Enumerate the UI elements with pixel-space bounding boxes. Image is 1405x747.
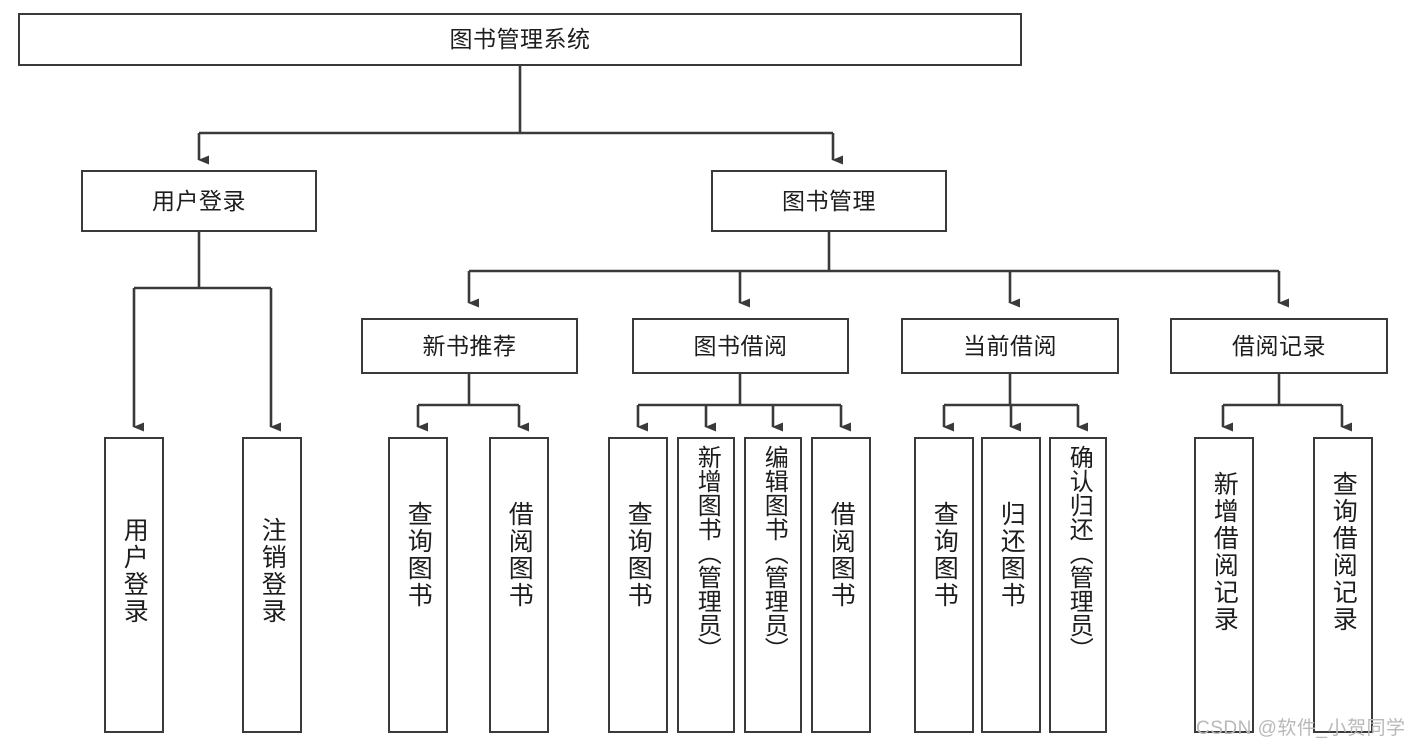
leaf-user-login-label: 用户登录 <box>120 517 149 625</box>
leaf-add-borrow-record[interactable]: 新增借阅记录 <box>1194 437 1254 733</box>
leaf-user-login[interactable]: 用户登录 <box>104 437 164 733</box>
leaf-borrow-book-2-label: 借阅图书 <box>827 501 856 609</box>
leaf-query-borrow-record[interactable]: 查询借阅记录 <box>1313 437 1373 733</box>
node-user-login[interactable]: 用户登录 <box>81 170 317 232</box>
node-root-label: 图书管理系统 <box>449 26 591 52</box>
leaf-query-borrow-record-label: 查询借阅记录 <box>1329 471 1358 633</box>
node-current-borrow-label: 当前借阅 <box>963 332 1057 359</box>
leaf-add-book-admin-label: 新增图书（管理员） <box>693 445 721 661</box>
leaf-edit-book-admin-label: 编辑图书（管理员） <box>760 445 788 661</box>
leaf-borrow-book-1[interactable]: 借阅图书 <box>489 437 549 733</box>
leaf-borrow-book-2[interactable]: 借阅图书 <box>811 437 871 733</box>
node-book-borrow-label: 图书借阅 <box>693 332 788 359</box>
node-new-book-recommend[interactable]: 新书推荐 <box>361 318 578 374</box>
leaf-confirm-return-admin-label: 确认归还（管理员） <box>1065 445 1093 661</box>
node-borrow-record[interactable]: 借阅记录 <box>1170 318 1388 374</box>
leaf-query-book-1-label: 查询图书 <box>404 501 433 609</box>
node-borrow-record-label: 借阅记录 <box>1232 332 1326 359</box>
node-current-borrow[interactable]: 当前借阅 <box>901 318 1119 374</box>
leaf-logout-label: 注销登录 <box>258 517 287 625</box>
leaf-confirm-return-admin[interactable]: 确认归还（管理员） <box>1049 437 1107 733</box>
node-root[interactable]: 图书管理系统 <box>18 13 1022 66</box>
node-book-borrow[interactable]: 图书借阅 <box>632 318 849 374</box>
leaf-query-book-2[interactable]: 查询图书 <box>608 437 668 733</box>
leaf-add-borrow-record-label: 新增借阅记录 <box>1210 471 1239 633</box>
node-book-manage-label: 图书管理 <box>782 187 876 214</box>
leaf-borrow-book-1-label: 借阅图书 <box>505 501 534 609</box>
leaf-return-book[interactable]: 归还图书 <box>981 437 1041 733</box>
node-book-manage[interactable]: 图书管理 <box>711 170 947 232</box>
node-new-book-recommend-label: 新书推荐 <box>422 332 517 359</box>
leaf-query-book-1[interactable]: 查询图书 <box>388 437 448 733</box>
leaf-return-book-label: 归还图书 <box>997 501 1026 609</box>
csdn-watermark: CSDN @软件_小贺同学 <box>1196 718 1405 739</box>
leaf-query-book-3-label: 查询图书 <box>930 501 959 609</box>
leaf-query-book-2-label: 查询图书 <box>624 501 653 609</box>
node-user-login-label: 用户登录 <box>152 187 246 214</box>
leaf-add-book-admin[interactable]: 新增图书（管理员） <box>677 437 735 733</box>
leaf-logout[interactable]: 注销登录 <box>242 437 302 733</box>
leaf-query-book-3[interactable]: 查询图书 <box>914 437 974 733</box>
leaf-edit-book-admin[interactable]: 编辑图书（管理员） <box>744 437 802 733</box>
